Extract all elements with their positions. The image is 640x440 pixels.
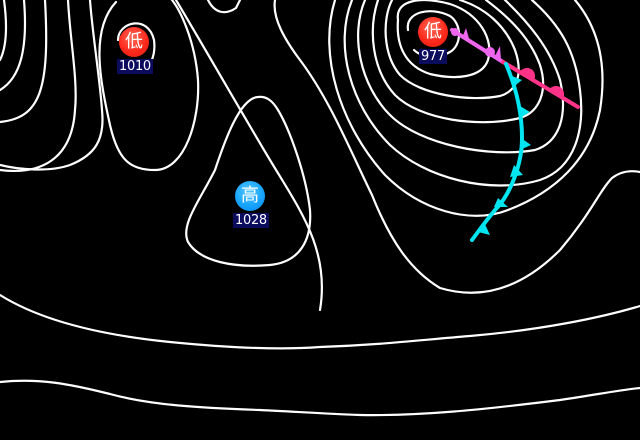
isobar: [0, 0, 104, 171]
high-pressure-marker: 高 1028: [233, 181, 269, 229]
isobar: [0, 0, 27, 92]
low-symbol-icon: 低: [418, 17, 448, 47]
pressure-value: 1010: [117, 59, 153, 74]
isobar: [0, 0, 8, 62]
low-pressure-marker: 低 977: [416, 17, 450, 65]
isobar: [0, 293, 640, 350]
isobar: [174, 0, 324, 312]
isobar: [185, 95, 312, 267]
pressure-value: 1028: [233, 213, 269, 228]
isobar: [98, 0, 200, 172]
isobar: [328, 0, 604, 217]
occluded-front: [450, 28, 505, 64]
isobar: [343, 0, 583, 187]
pressure-value: 977: [419, 49, 447, 64]
low-pressure-marker: 低 1010: [117, 27, 153, 75]
cold-front: [470, 62, 531, 242]
isobar: [396, 0, 491, 79]
isobar: [206, 0, 242, 14]
isobar: [357, 0, 564, 154]
high-symbol-icon: 高: [235, 181, 265, 211]
isobar: [384, 0, 520, 100]
isobar: [273, 0, 640, 294]
warm-front: [501, 60, 580, 109]
low-symbol-icon: 低: [119, 27, 149, 57]
isobar: [371, 0, 545, 124]
isobar: [0, 379, 640, 417]
isobar: [0, 0, 48, 124]
